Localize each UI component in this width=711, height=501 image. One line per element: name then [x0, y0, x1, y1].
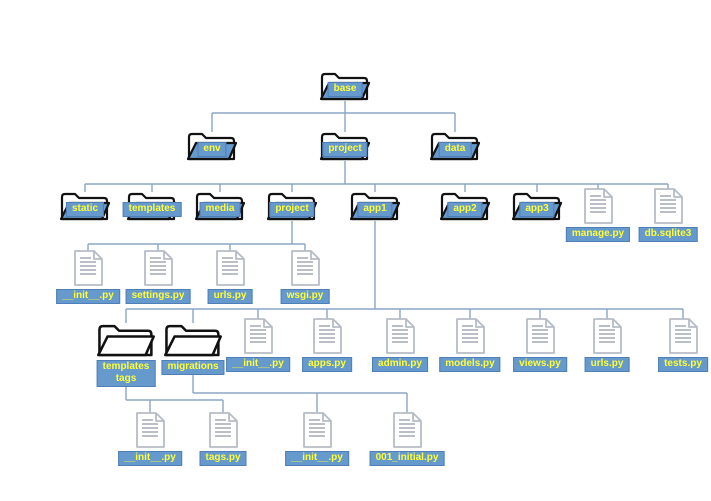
templates3-label: templates: [122, 202, 182, 217]
migrations-label: migrations: [161, 360, 225, 375]
tree-node-wsgi: [288, 249, 322, 287]
file-icon: [133, 411, 167, 449]
urls4-label: urls.py: [207, 289, 253, 304]
tree-node-tagspy: [206, 411, 240, 449]
initial-label: 001_initial.py: [369, 451, 445, 466]
tree-node-initial: [390, 411, 424, 449]
init4-label: __init__.py: [56, 289, 120, 304]
tree-node-tests: [666, 317, 700, 355]
base-label: base: [327, 82, 363, 97]
file-icon: [213, 249, 247, 287]
project3-label: project: [269, 202, 315, 217]
open-folder-icon: [96, 321, 156, 359]
file-icon: [383, 317, 417, 355]
file-icon: [141, 249, 175, 287]
tree-node-urls4: [213, 249, 247, 287]
apps-label: apps.py: [302, 357, 352, 372]
views-label: views.py: [513, 357, 567, 372]
file-icon: [666, 317, 700, 355]
tests-label: tests.py: [658, 357, 708, 372]
file-icon: [241, 317, 275, 355]
file-icon: [310, 317, 344, 355]
tree-node-apps: [310, 317, 344, 355]
admin-label: admin.py: [372, 357, 428, 372]
file-icon: [206, 411, 240, 449]
open-folder-icon: [163, 321, 223, 359]
tree-node-init6b: [300, 411, 334, 449]
tree-node-init6a: [133, 411, 167, 449]
file-icon: [71, 249, 105, 287]
tree-node-init5: [241, 317, 275, 355]
tree-node-migrations: [163, 321, 223, 359]
tagspy-label: tags.py: [199, 451, 247, 466]
static-label: static: [65, 202, 105, 217]
tree-connector-path: [84, 101, 684, 413]
file-icon: [523, 317, 557, 355]
tree-node-sqlite: [651, 187, 685, 225]
sqlite-label: db.sqlite3: [638, 227, 698, 242]
tree-node-admin: [383, 317, 417, 355]
manage-label: manage.py: [565, 227, 631, 242]
tree-node-models: [453, 317, 487, 355]
models-label: models.py: [439, 357, 501, 372]
tree-node-init4: [71, 249, 105, 287]
media-label: media: [199, 202, 241, 217]
file-icon: [390, 411, 424, 449]
app3-label: app3: [519, 202, 555, 217]
tree-node-views: [523, 317, 557, 355]
tree-node-ttags: [96, 321, 156, 359]
file-icon: [581, 187, 615, 225]
file-icon: [651, 187, 685, 225]
tree-node-manage: [581, 187, 615, 225]
urls5-label: urls.py: [584, 357, 630, 372]
init6a-label: __init__.py: [118, 451, 182, 466]
file-icon: [590, 317, 624, 355]
settings-label: settings.py: [125, 289, 191, 304]
project2-label: project: [322, 142, 368, 157]
env-label: env: [197, 142, 227, 157]
app1-label: app1: [357, 202, 393, 217]
file-icon: [300, 411, 334, 449]
init5-label: __init__.py: [226, 357, 290, 372]
data-label: data: [438, 142, 472, 157]
tree-node-urls5: [590, 317, 624, 355]
file-icon: [453, 317, 487, 355]
file-icon: [288, 249, 322, 287]
app2-label: app2: [447, 202, 483, 217]
tree-node-settings: [141, 249, 175, 287]
init6b-label: __init__.py: [285, 451, 349, 466]
wsgi-label: wsgi.py: [280, 289, 330, 304]
